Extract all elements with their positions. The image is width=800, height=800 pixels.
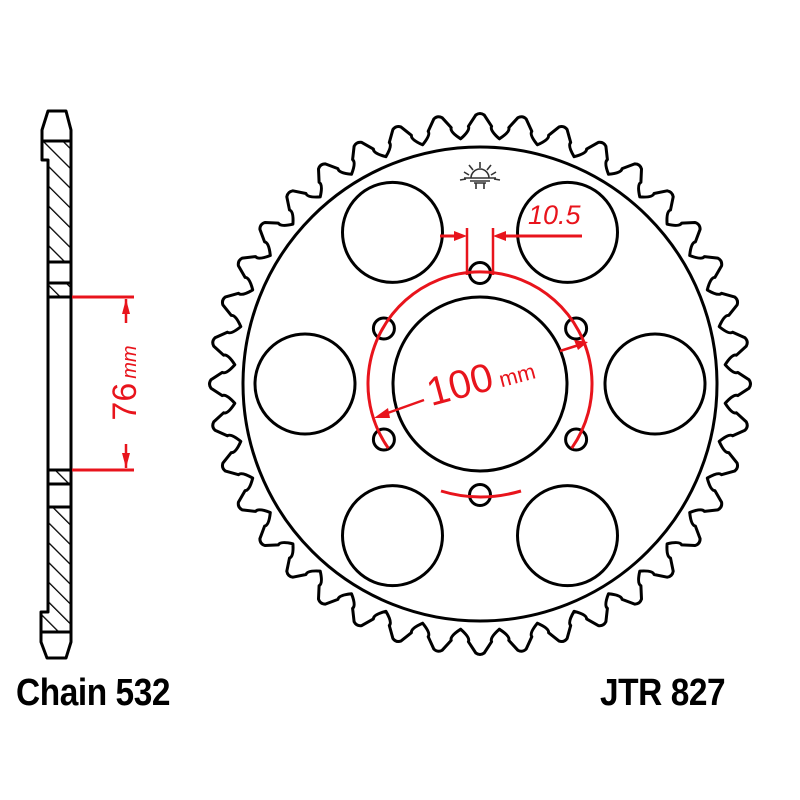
bore-section [46,295,73,472]
lightening-hole [253,332,357,436]
upper-hatched-section [40,139,73,264]
sprocket-face [208,112,752,656]
lower-hatched-section [39,505,73,634]
bolt-spacing-dimension [440,228,582,275]
bolt-circle-label: 100mm [422,344,539,415]
lightening-holes [253,180,707,588]
inner-rim [241,145,719,623]
bolt-circle-arrows [374,340,588,418]
chain-size-label: Chain 532 [16,672,171,714]
lightening-hole [516,484,619,588]
sun-logo-icon [459,162,501,189]
lightening-hole [516,180,619,284]
bolt-hole [371,427,396,452]
lower-slot [46,482,73,509]
upper-hub-hatch [46,281,73,299]
bolt-spacing-label: 10.5 [528,200,582,230]
bolt-circle-dimension [366,270,594,499]
bolt-hole [371,316,396,341]
center-bore [391,295,569,473]
lightening-hole [341,180,444,284]
lower-hub-hatch [46,468,73,486]
upper-slot [46,260,73,285]
hub-width-label: 76mm [106,345,144,420]
lightening-hole [341,484,444,588]
top-tooth-profile [40,109,73,143]
part-number-label: JTR 827 [600,672,726,714]
side-profile [39,109,73,660]
hub-width-dimension [72,295,134,472]
lightening-hole [603,332,707,436]
sprocket-teeth-outline [208,112,752,656]
bolt-hole [564,316,589,341]
bolt-hole [468,483,492,507]
bolt-hole [564,427,589,452]
bottom-tooth-profile [39,630,73,660]
